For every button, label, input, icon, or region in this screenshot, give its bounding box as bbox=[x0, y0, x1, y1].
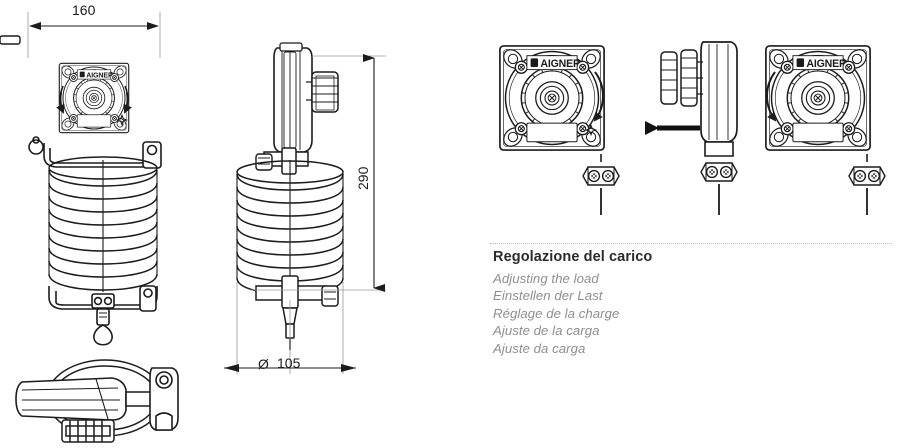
caption-title: Regolazione del carico bbox=[493, 249, 653, 265]
dimension-160 bbox=[27, 12, 161, 58]
bottom-stop bbox=[48, 285, 158, 312]
view-step-1 bbox=[500, 46, 620, 215]
caption-translation-pt: Ajuste da carga bbox=[493, 340, 586, 356]
counter-clockwise-arrow bbox=[766, 71, 777, 122]
clockwise-arrow bbox=[593, 71, 604, 122]
dimension-290 bbox=[250, 54, 386, 292]
view-bottom-plan bbox=[15, 359, 179, 443]
load-hook bbox=[93, 308, 113, 346]
caption-translation-de: Einstellen der Last bbox=[493, 288, 603, 304]
dimension-label-diameter: 105 bbox=[277, 355, 301, 371]
diameter-symbol: Ø bbox=[258, 356, 269, 372]
caption-translation-es: Ajuste de la carga bbox=[493, 323, 600, 339]
view-side-assembly bbox=[236, 42, 344, 350]
caption-block: Regolazione del carico Adjusting the loa… bbox=[493, 248, 883, 357]
rotation-arrows bbox=[56, 85, 132, 114]
view-front-assembly bbox=[28, 63, 162, 346]
caption-translation-en: Adjusting the load bbox=[493, 271, 599, 286]
view-step-2 bbox=[0, 35, 738, 215]
caption-divider bbox=[490, 243, 892, 244]
caption-translation-fr: Réglage de la charge bbox=[493, 305, 620, 321]
dimension-diameter-105 bbox=[224, 282, 356, 374]
dimension-label-height: 290 bbox=[355, 166, 371, 190]
dimension-label-width: 160 bbox=[72, 2, 96, 18]
detached-knob bbox=[660, 49, 703, 107]
mounting-bracket bbox=[28, 136, 162, 169]
view-step-3 bbox=[766, 46, 886, 215]
